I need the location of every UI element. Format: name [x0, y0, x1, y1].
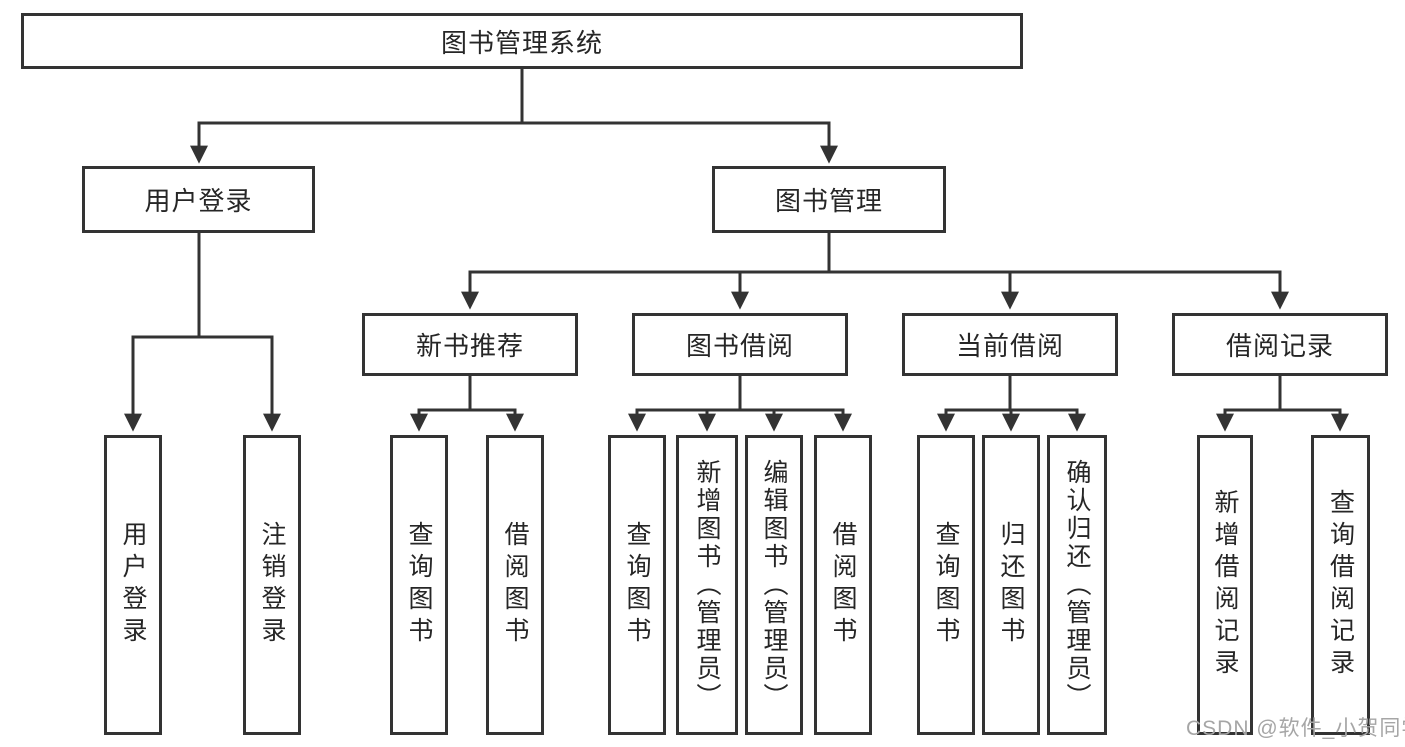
leaf-add-book-admin: 新增图书（管理员）: [676, 435, 738, 735]
leaf-user-login: 用户登录: [104, 435, 162, 735]
node-library-system: 图书管理系统: [21, 13, 1023, 69]
leaf-logout: 注销登录: [243, 435, 301, 735]
leaf-confirm-return-admin: 确认归还（管理员）: [1047, 435, 1107, 735]
node-user-login: 用户登录: [82, 166, 315, 233]
node-book-borrowing: 图书借阅: [632, 313, 848, 376]
connector-group: [124, 69, 1349, 432]
node-current-borrowing: 当前借阅: [902, 313, 1118, 376]
leaf-return-book: 归还图书: [982, 435, 1040, 735]
leaf-query-books-current: 查询图书: [917, 435, 975, 735]
node-new-book-recommendation: 新书推荐: [362, 313, 578, 376]
node-borrowing-records: 借阅记录: [1172, 313, 1388, 376]
leaf-edit-book-admin: 编辑图书（管理员）: [745, 435, 803, 735]
leaf-query-books-recommend: 查询图书: [390, 435, 448, 735]
leaf-query-borrow-record: 查询借阅记录: [1311, 435, 1370, 735]
csdn-watermark: CSDN @软件_小贺同学: [1186, 717, 1405, 740]
node-book-management: 图书管理: [712, 166, 946, 233]
leaf-query-books-borrowing: 查询图书: [608, 435, 666, 735]
leaf-add-borrow-record: 新增借阅记录: [1197, 435, 1253, 735]
leaf-borrow-books-borrowing: 借阅图书: [814, 435, 872, 735]
leaf-borrow-books-recommend: 借阅图书: [486, 435, 544, 735]
